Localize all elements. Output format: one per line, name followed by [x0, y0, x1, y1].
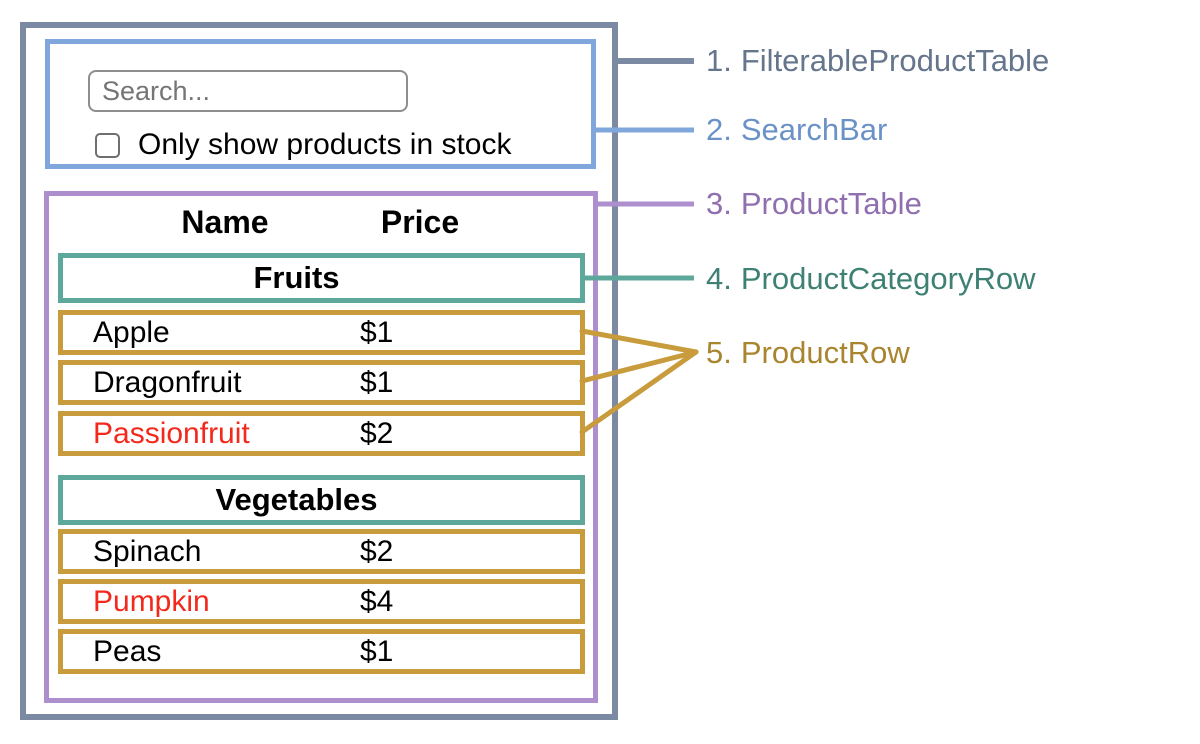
- product-price: $4: [360, 585, 394, 618]
- legend-number: 4.: [706, 261, 732, 296]
- in-stock-label: Only show products in stock: [138, 128, 512, 161]
- stock-filter-row: Only show products in stock: [95, 128, 512, 162]
- product-price: $1: [360, 635, 394, 668]
- product-row-passionfruit: Passionfruit $2: [58, 411, 585, 456]
- legend-name: ProductCategoryRow: [740, 261, 1036, 296]
- product-name: Pumpkin: [93, 585, 210, 618]
- in-stock-checkbox[interactable]: [95, 132, 120, 158]
- product-price: $2: [360, 417, 394, 450]
- column-header-name: Name: [181, 204, 269, 240]
- legend-product-table: 3.ProductTable: [706, 185, 922, 223]
- product-price: $2: [360, 535, 394, 568]
- product-table-box: Name Price Fruits Apple $1 Dragonfruit $…: [44, 191, 598, 703]
- category-row-vegetables: Vegetables: [58, 475, 585, 525]
- legend-name: ProductTable: [740, 186, 922, 221]
- filterable-product-table-box: Only show products in stock Name Price F…: [20, 22, 618, 720]
- category-label: Vegetables: [215, 482, 378, 517]
- product-price: $1: [360, 316, 394, 349]
- product-name: Passionfruit: [93, 417, 250, 450]
- legend-number: 5.: [706, 335, 732, 370]
- product-name: Apple: [93, 316, 170, 349]
- legend-product-category-row: 4.ProductCategoryRow: [706, 260, 1036, 298]
- product-price: $1: [360, 366, 394, 399]
- product-name: Dragonfruit: [93, 366, 242, 399]
- category-label: Fruits: [253, 260, 340, 295]
- category-row-fruits: Fruits: [58, 253, 585, 303]
- legend-search-bar: 2.SearchBar: [706, 111, 887, 149]
- product-row-apple: Apple $1: [58, 310, 585, 355]
- search-input[interactable]: [88, 70, 408, 112]
- legend-filterable-product-table: 1.FilterableProductTable: [706, 42, 1049, 80]
- legend-number: 1.: [706, 43, 732, 78]
- product-name: Spinach: [93, 535, 202, 568]
- product-name: Peas: [93, 635, 162, 668]
- search-bar-box: Only show products in stock: [45, 39, 596, 169]
- product-row-dragonfruit: Dragonfruit $1: [58, 360, 585, 405]
- legend-name: ProductRow: [740, 335, 910, 370]
- product-row-peas: Peas $1: [58, 629, 585, 674]
- legend-product-row: 5.ProductRow: [706, 334, 910, 372]
- legend-number: 3.: [706, 186, 732, 221]
- legend-name: SearchBar: [740, 112, 888, 147]
- product-row-spinach: Spinach $2: [58, 529, 585, 574]
- legend-number: 2.: [706, 112, 732, 147]
- legend-name: FilterableProductTable: [740, 43, 1050, 78]
- product-row-pumpkin: Pumpkin $4: [58, 579, 585, 624]
- column-header-price: Price: [380, 204, 460, 240]
